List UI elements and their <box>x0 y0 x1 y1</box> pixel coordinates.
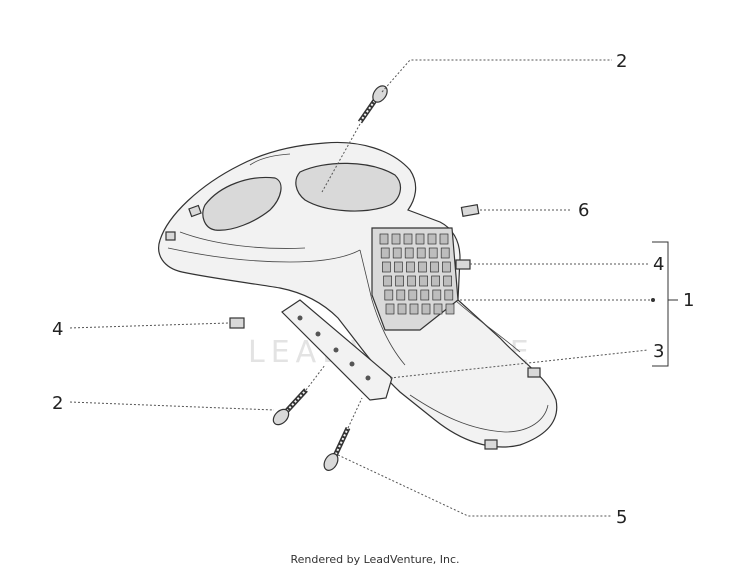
callout-5: 5 <box>616 507 627 528</box>
grille-cell <box>428 247 438 259</box>
grille-cell <box>403 233 413 245</box>
grille-cell <box>433 303 443 315</box>
grille-cell <box>427 233 437 245</box>
grille-cell <box>421 303 431 315</box>
grille-cell <box>379 233 389 245</box>
grille-cell <box>383 275 392 287</box>
grille-cell <box>397 303 407 315</box>
vent-grille <box>371 227 459 331</box>
grille-cell <box>406 261 415 273</box>
grille-cell <box>440 247 450 259</box>
grille-cell <box>391 233 401 245</box>
grille-cell <box>409 303 419 315</box>
grille-cell <box>385 303 395 315</box>
nut-part-4-right <box>455 259 471 270</box>
grille-cell <box>439 233 449 245</box>
grille-cell <box>407 275 416 287</box>
callout-4-left: 4 <box>52 319 63 340</box>
nut-part-4-left <box>229 317 245 329</box>
grille-cell <box>394 261 403 273</box>
callout-6: 6 <box>578 200 589 221</box>
screw-left <box>272 388 308 426</box>
grille-cell <box>430 261 439 273</box>
grille-cell <box>382 261 391 273</box>
clip-part-6 <box>460 203 480 218</box>
grille-cell <box>392 247 402 259</box>
callout-1: 1 <box>683 290 694 311</box>
grille-cell <box>404 247 414 259</box>
callout-2-top: 2 <box>616 51 627 72</box>
callout-2-left: 2 <box>52 393 63 414</box>
cover-shell <box>158 141 558 450</box>
grille-cell <box>444 289 454 301</box>
grille-cell <box>415 233 425 245</box>
grille-cell <box>420 289 430 301</box>
grille-cell <box>445 303 455 315</box>
grille-cell <box>384 289 394 301</box>
grille-cell <box>380 247 390 259</box>
grille-cell <box>443 275 452 287</box>
grille-cell <box>395 275 404 287</box>
screw-top <box>357 85 388 124</box>
grille-cell <box>416 247 426 259</box>
bracket-plate <box>281 299 393 401</box>
grille-cell <box>432 289 442 301</box>
grille-cell <box>418 261 427 273</box>
footer-credit: Rendered by LeadVenture, Inc. <box>290 553 460 566</box>
grille-cell <box>408 289 418 301</box>
grille-cell <box>431 275 440 287</box>
callout-3: 3 <box>653 341 664 362</box>
grille-cell <box>442 261 451 273</box>
grille-cell <box>419 275 428 287</box>
grille-cell <box>396 289 406 301</box>
screw-bottom <box>323 426 351 471</box>
callout-4-right: 4 <box>653 254 664 275</box>
